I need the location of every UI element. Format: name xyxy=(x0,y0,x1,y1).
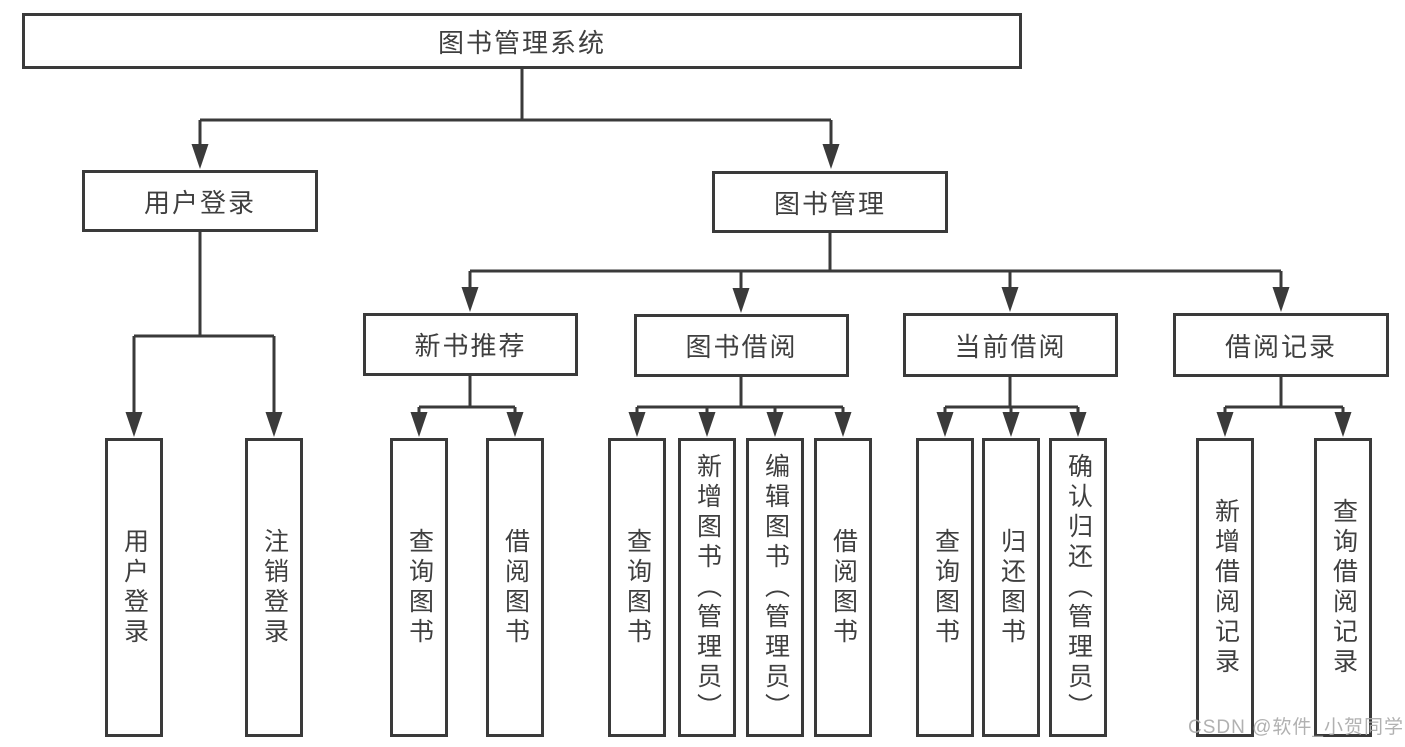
node-user-login: 用户登录 xyxy=(82,170,318,232)
leaf-query-borrow-record: 查询借阅记录 xyxy=(1314,438,1372,737)
leaf-query-books-current: 查询图书 xyxy=(916,438,974,737)
node-current-borrow: 当前借阅 xyxy=(903,313,1118,377)
leaf-logout: 注销登录 xyxy=(245,438,303,737)
connector-current-to-leaves xyxy=(943,377,1080,418)
connector-borrow-to-leaves xyxy=(635,377,845,418)
arrowheads xyxy=(125,144,1352,437)
leaf-borrow-books-recommend: 借阅图书 xyxy=(486,438,544,737)
node-book-borrow: 图书借阅 xyxy=(634,314,849,377)
node-book-management: 图书管理 xyxy=(712,171,948,233)
leaf-edit-book-admin: 编辑图书（管理员） xyxy=(746,438,804,737)
connector-root-to-level2 xyxy=(198,69,833,151)
connector-userlogin-to-leaves xyxy=(132,232,276,418)
node-new-book-recommend: 新书推荐 xyxy=(363,313,578,376)
leaf-query-books-recommend: 查询图书 xyxy=(390,438,448,737)
connector-strokes xyxy=(132,69,1345,418)
watermark: CSDN @软件_小贺同学 xyxy=(1188,717,1404,738)
connector-records-to-leaves xyxy=(1223,377,1345,418)
leaf-borrow-books: 借阅图书 xyxy=(814,438,872,737)
connector-recommend-to-leaves xyxy=(417,376,517,418)
leaf-query-books-borrow: 查询图书 xyxy=(608,438,666,737)
node-root: 图书管理系统 xyxy=(22,13,1022,69)
leaf-user-login: 用户登录 xyxy=(105,438,163,737)
leaf-return-book: 归还图书 xyxy=(982,438,1040,737)
node-borrow-records: 借阅记录 xyxy=(1173,313,1389,377)
leaf-confirm-return-admin: 确认归还（管理员） xyxy=(1049,438,1107,737)
connector-bookmgmt-to-level3 xyxy=(468,233,1283,293)
leaf-add-borrow-record: 新增借阅记录 xyxy=(1196,438,1254,737)
leaf-add-book-admin: 新增图书（管理员） xyxy=(678,438,736,737)
